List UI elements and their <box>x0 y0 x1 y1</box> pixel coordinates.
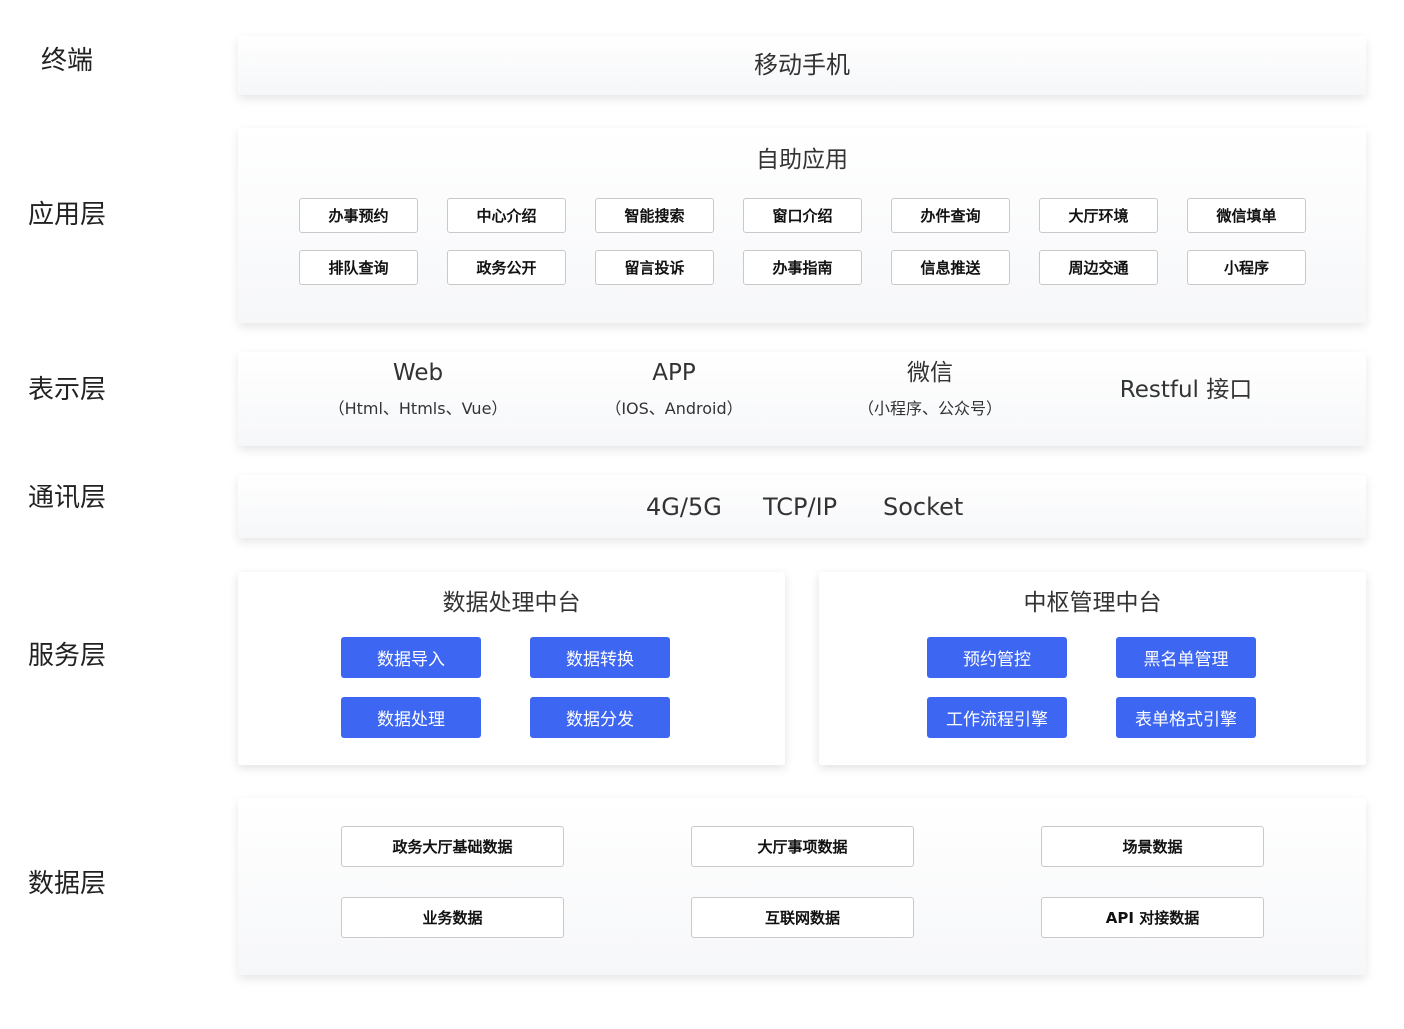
presentation-wechat-title: 微信 <box>907 360 953 386</box>
presentation-web-sub: （Html、Htmls、Vue） <box>328 399 508 418</box>
form-format-engine-button[interactable]: 表单格式引擎 <box>1116 697 1256 738</box>
service-hub-management-box: 中枢管理中台 预约管控 黑名单管理 工作流程引擎 表单格式引擎 <box>819 572 1366 765</box>
data-import-button[interactable]: 数据导入 <box>341 637 481 678</box>
app-item-wechat-form[interactable]: 微信填单 <box>1187 198 1306 233</box>
app-item-booking[interactable]: 办事预约 <box>299 198 418 233</box>
layer-label-presentation: 表示层 <box>27 375 106 405</box>
layer-label-communication: 通讯层 <box>27 483 106 513</box>
app-item-case-query[interactable]: 办件查询 <box>891 198 1010 233</box>
data-process-button[interactable]: 数据处理 <box>341 697 481 738</box>
layer-label-service: 服务层 <box>27 641 106 671</box>
service-right-title: 中枢管理中台 <box>1023 590 1162 616</box>
service-left-title: 数据处理中台 <box>442 590 581 616</box>
data-item-hall-base[interactable]: 政务大厅基础数据 <box>341 826 564 867</box>
layer-label-data: 数据层 <box>27 869 106 899</box>
app-item-queue-query[interactable]: 排队查询 <box>299 250 418 285</box>
app-item-info-push[interactable]: 信息推送 <box>891 250 1010 285</box>
presentation-app-sub: （IOS、Android） <box>605 399 743 418</box>
layer-label-application: 应用层 <box>27 200 106 230</box>
app-item-mini-program[interactable]: 小程序 <box>1187 250 1306 285</box>
data-item-hall-matters[interactable]: 大厅事项数据 <box>691 826 914 867</box>
data-item-business[interactable]: 业务数据 <box>341 897 564 938</box>
data-panel: 政务大厅基础数据 大厅事项数据 场景数据 业务数据 互联网数据 API 对接数据 <box>238 798 1366 975</box>
presentation-panel: Web （Html、Htmls、Vue） APP （IOS、Android） 微… <box>238 352 1366 446</box>
app-item-window-intro[interactable]: 窗口介绍 <box>743 198 862 233</box>
communication-panel <box>238 475 1366 538</box>
data-transform-button[interactable]: 数据转换 <box>530 637 670 678</box>
data-item-api[interactable]: API 对接数据 <box>1041 897 1264 938</box>
presentation-web-title: Web <box>392 360 444 386</box>
data-distribute-button[interactable]: 数据分发 <box>530 697 670 738</box>
terminal-panel: 移动手机 <box>238 36 1366 95</box>
presentation-wechat-sub: （小程序、公众号） <box>857 399 1002 418</box>
app-item-complaint[interactable]: 留言投诉 <box>595 250 714 285</box>
app-item-center-intro[interactable]: 中心介绍 <box>447 198 566 233</box>
comm-item-socket: Socket <box>883 493 964 521</box>
app-item-smart-search[interactable]: 智能搜索 <box>595 198 714 233</box>
app-item-nearby-transport[interactable]: 周边交通 <box>1039 250 1158 285</box>
application-panel: 自助应用 办事预约 中心介绍 智能搜索 窗口介绍 办件查询 大厅环境 微信填单 … <box>238 128 1366 323</box>
presentation-web: Web （Html、Htmls、Vue） <box>318 362 518 417</box>
data-item-scene[interactable]: 场景数据 <box>1041 826 1264 867</box>
terminal-title: 移动手机 <box>754 51 850 79</box>
presentation-app: APP （IOS、Android） <box>574 362 774 417</box>
app-item-hall-environment[interactable]: 大厅环境 <box>1039 198 1158 233</box>
layer-label-terminal: 终端 <box>40 46 93 76</box>
app-item-government-disclosure[interactable]: 政务公开 <box>447 250 566 285</box>
presentation-app-title: APP <box>652 360 696 386</box>
service-data-processing-box: 数据处理中台 数据导入 数据转换 数据处理 数据分发 <box>238 572 785 765</box>
presentation-restful: Restful 接口 <box>1119 377 1253 403</box>
comm-item-tcpip: TCP/IP <box>763 493 838 521</box>
app-item-service-guide[interactable]: 办事指南 <box>743 250 862 285</box>
comm-item-4g5g: 4G/5G <box>646 493 722 521</box>
blacklist-management-button[interactable]: 黑名单管理 <box>1116 637 1256 678</box>
data-item-internet[interactable]: 互联网数据 <box>691 897 914 938</box>
application-title: 自助应用 <box>756 147 848 173</box>
workflow-engine-button[interactable]: 工作流程引擎 <box>927 697 1067 738</box>
booking-control-button[interactable]: 预约管控 <box>927 637 1067 678</box>
presentation-wechat: 微信 （小程序、公众号） <box>830 362 1030 417</box>
